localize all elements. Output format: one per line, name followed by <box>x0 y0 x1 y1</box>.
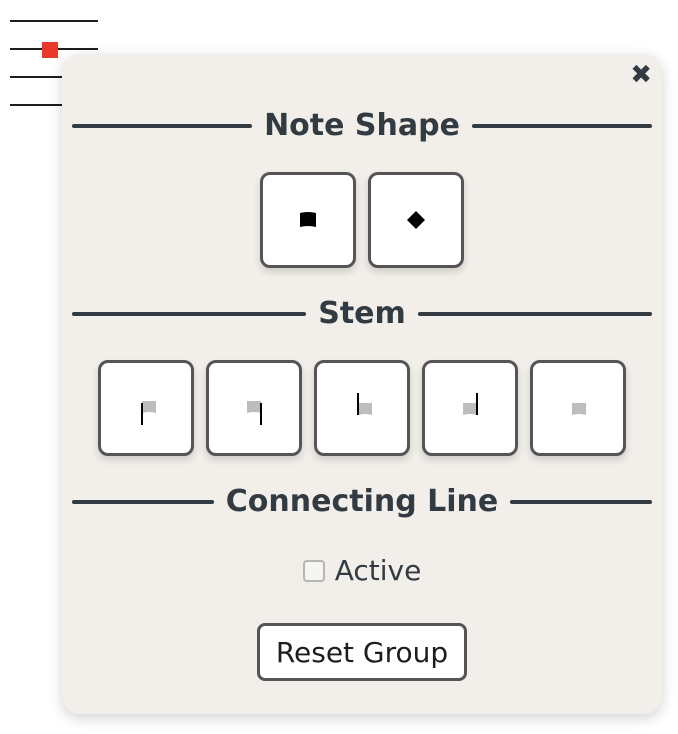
note-group-panel: ✖ Note Shape Stem <box>62 54 662 714</box>
note-shape-options <box>62 172 662 268</box>
divider <box>471 123 653 128</box>
stem-down-left-icon <box>141 401 156 425</box>
connecting-line-title: Connecting Line <box>225 484 499 519</box>
reset-group-button[interactable]: Reset Group <box>257 623 467 681</box>
staff-line <box>10 20 98 22</box>
no-stem-button[interactable] <box>530 360 626 456</box>
stem-title: Stem <box>318 296 406 331</box>
divider <box>510 499 653 504</box>
staff-preview <box>10 20 100 110</box>
active-checkbox[interactable] <box>302 559 325 582</box>
stem-down-right-button[interactable] <box>206 360 302 456</box>
divider <box>72 123 253 128</box>
note-shape-header: Note Shape <box>72 108 653 143</box>
diamond-notehead-icon <box>407 211 425 229</box>
connecting-line-header: Connecting Line <box>72 484 653 519</box>
diamond-notehead-button[interactable] <box>368 172 464 268</box>
staff-line <box>10 104 98 106</box>
square-notehead-icon <box>300 212 316 227</box>
note-shape-title: Note Shape <box>264 108 460 143</box>
active-checkbox-row: Active <box>62 554 662 587</box>
active-label[interactable]: Active <box>334 554 422 587</box>
stem-down-right-icon <box>247 401 262 425</box>
staff-line <box>10 76 98 78</box>
square-notehead-button[interactable] <box>260 172 356 268</box>
stem-up-right-button[interactable] <box>422 360 518 456</box>
stem-up-right-icon <box>463 393 478 415</box>
stem-up-left-button[interactable] <box>314 360 410 456</box>
stem-down-left-button[interactable] <box>98 360 194 456</box>
stem-up-left-icon <box>357 393 372 415</box>
no-stem-icon <box>572 403 586 415</box>
stem-header: Stem <box>72 296 652 331</box>
stem-options <box>62 360 662 456</box>
close-icon[interactable]: ✖ <box>630 60 652 90</box>
divider <box>72 499 214 504</box>
divider <box>72 311 307 316</box>
selected-note[interactable] <box>42 42 58 58</box>
divider <box>417 311 652 316</box>
